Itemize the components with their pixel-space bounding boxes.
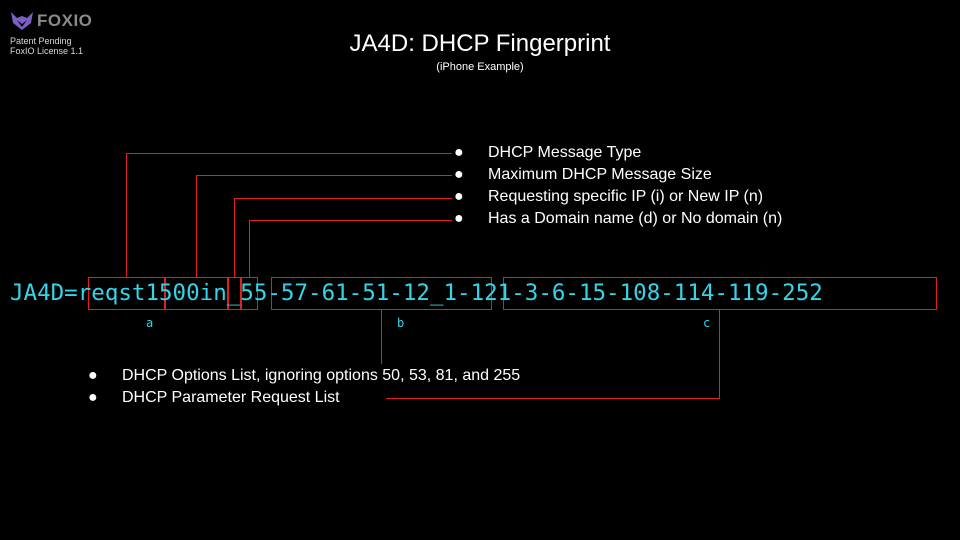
segment-label-c: c [703,316,711,330]
fp-domain: n [213,280,227,306]
bullet-dot: ● [88,367,98,384]
segment-label-b: b [397,316,405,330]
bullet-requested-ip: ● Requesting specific IP (i) or New IP (n… [454,186,763,208]
patent-notice: Patent Pending [10,36,72,46]
bullet-domain: ● Has a Domain name (d) or No domain (n) [454,208,782,230]
fp-message-type: reqst [77,280,146,306]
bullet-max-size: ● Maximum DHCP Message Size [454,164,712,186]
bullet-message-type: ● DHCP Message Type [454,142,641,164]
bullet-text: Maximum DHCP Message Size [488,166,712,183]
fp-separator: _ [429,280,444,306]
segment-label-a: a [146,316,154,330]
bullet-text: Requesting specific IP (i) or New IP (n) [488,188,764,205]
connector-param-request [386,310,720,399]
license-notice: FoxIO License 1.1 [10,46,84,56]
box-param-request [503,277,937,310]
connector-domain [249,220,452,277]
fp-param-request: 1-121-3-6-15-108-114-119-252 [443,280,823,306]
box-domain [241,277,258,310]
bullet-text: Has a Domain name (d) or No domain (n) [488,210,783,227]
fp-options: 55-57-61-51-12 [240,280,430,306]
bullet-options-list: ● DHCP Options List, ignoring options 50,… [88,365,520,387]
bullet-dot: ● [88,389,98,406]
connector-message-type [126,153,452,277]
fp-requested-ip: i [199,280,214,306]
bullet-text: DHCP Options List, ignoring options 50, … [122,367,521,384]
logo-text: FOXIO [37,11,93,30]
bullet-dot: ● [454,210,464,227]
fp-max-size: 1500 [145,280,200,306]
box-requested-ip [228,277,241,310]
bullet-dot: ● [454,144,464,161]
fp-prefix: JA4D= [10,280,78,306]
bullet-dot: ● [454,166,464,183]
bullet-param-request: ● DHCP Parameter Request List [88,387,340,409]
connector-max-size [196,175,452,277]
bullet-text: DHCP Parameter Request List [122,389,340,406]
ja4d-fingerprint: JA4D=reqst1500in_55-57-61-51-12_1-121-3-… [10,278,823,308]
page-subtitle: (iPhone Example) [436,61,524,73]
box-message-type [88,277,165,310]
fox-logo-icon [11,12,33,30]
page-title: JA4D: DHCP Fingerprint [349,30,611,57]
box-max-size [165,277,228,310]
box-options [271,277,492,310]
bullet-dot: ● [454,188,464,205]
foxio-logo: FOXIO [10,11,114,33]
fp-separator: _ [226,280,241,306]
bullet-text: DHCP Message Type [488,144,642,161]
connector-requested-ip [234,198,452,277]
